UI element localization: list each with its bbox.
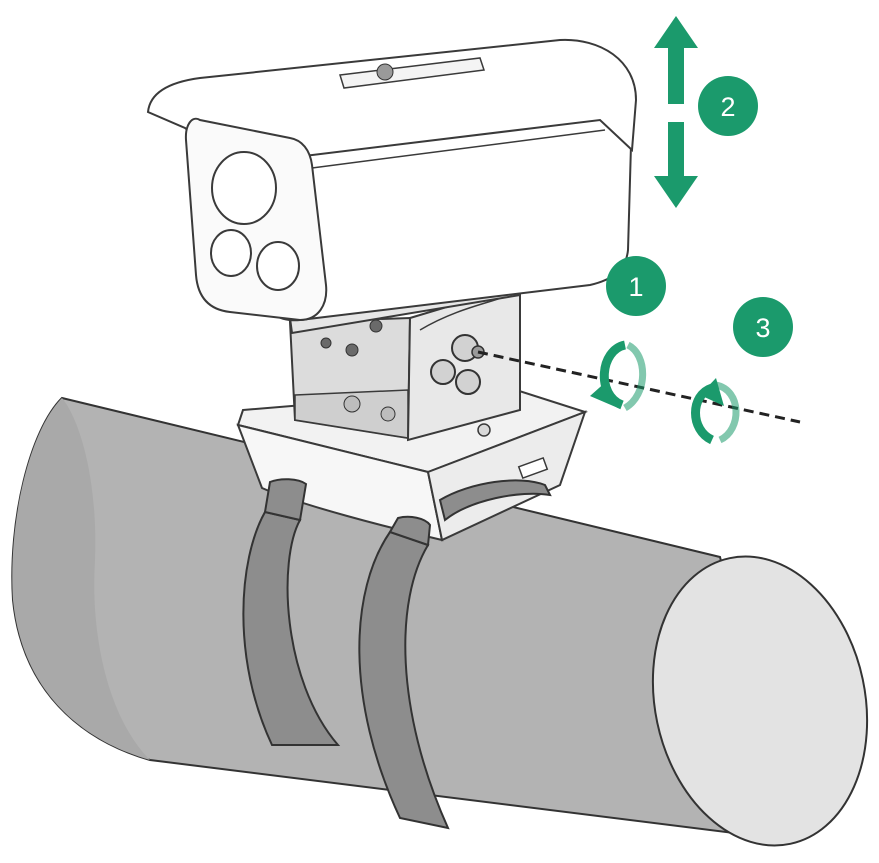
camera-bracket — [288, 283, 521, 442]
ir-led — [210, 229, 252, 277]
bracket-hole — [345, 343, 359, 357]
floor-nut — [343, 395, 361, 413]
step-badge-circle — [698, 76, 758, 136]
step-badge-2: 2 — [698, 76, 758, 136]
floor-nut — [380, 406, 396, 422]
step-badge-circle — [606, 256, 666, 316]
base-screw — [477, 423, 491, 437]
step-badge-circle — [733, 297, 793, 357]
rotate-clockwise-icon — [691, 378, 740, 445]
step-number: 2 — [720, 92, 735, 122]
step-number: 3 — [755, 313, 770, 343]
step-badge-3: 3 — [733, 297, 793, 357]
hose-clamp-straps — [242, 510, 450, 830]
adjustment-bolts — [430, 334, 485, 395]
step-number: 1 — [628, 272, 643, 302]
sun-shield-top-detail — [339, 57, 485, 89]
strap-left-lower — [242, 510, 341, 746]
pipe-left-end — [12, 398, 151, 760]
bullet-camera — [146, 38, 638, 335]
pipe-end-cap — [651, 555, 869, 847]
hose-clamp-straps-front — [263, 478, 552, 547]
adjustment-bolt — [455, 369, 481, 395]
rotate-counterclockwise-icon — [590, 340, 647, 412]
bracket-hole — [369, 319, 383, 333]
adjustment-bolt — [430, 359, 456, 385]
step-badge-1: 1 — [606, 256, 666, 316]
strap-right-upper — [438, 479, 552, 522]
ir-led — [256, 241, 300, 291]
strap-slot — [517, 456, 549, 480]
camera-body-edge — [311, 129, 606, 169]
strap-right-mid — [388, 515, 432, 547]
strap-right-lower — [358, 530, 450, 830]
double-arrow-up-down-icon — [654, 16, 698, 208]
bracket-hole — [320, 337, 332, 349]
sun-shield-screw — [376, 63, 394, 81]
main-lens — [211, 151, 277, 225]
strap-left-upper — [263, 478, 308, 522]
